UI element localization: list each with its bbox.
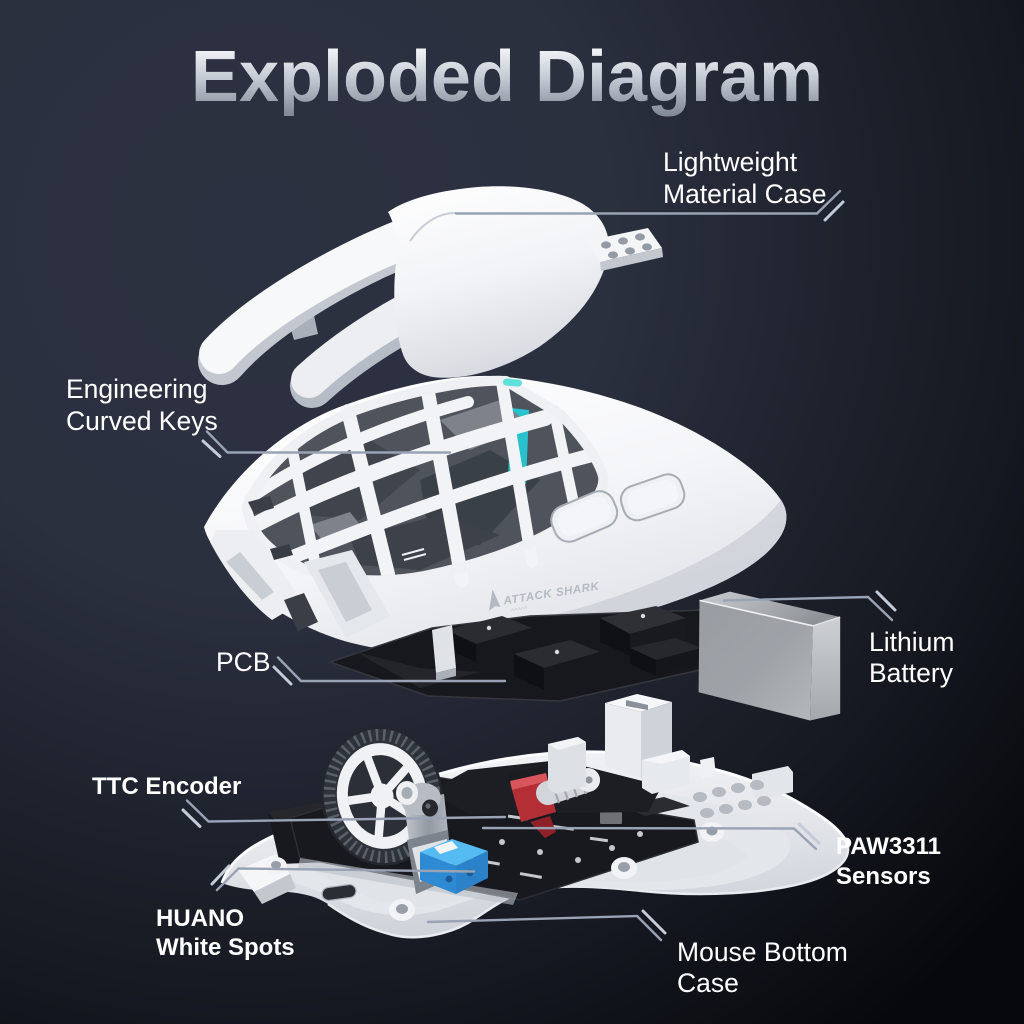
svg-text:Lithium: Lithium (869, 627, 954, 657)
svg-text:Lightweight: Lightweight (663, 147, 798, 177)
svg-text:Engineering: Engineering (66, 374, 207, 404)
svg-text:^^^^^: ^^^^^ (511, 606, 529, 616)
svg-text:Mouse Bottom: Mouse Bottom (677, 937, 848, 967)
svg-text:PAW3311: PAW3311 (836, 833, 941, 860)
svg-text:Sensors: Sensors (836, 863, 931, 890)
svg-text:Battery: Battery (869, 658, 954, 688)
svg-text:Case: Case (677, 968, 739, 998)
svg-text:Material Case: Material Case (663, 179, 826, 209)
svg-text:White Spots: White Spots (156, 934, 295, 961)
svg-text:HUANO: HUANO (156, 905, 244, 932)
svg-text:Exploded Diagram: Exploded Diagram (191, 37, 823, 117)
svg-text:PCB: PCB (216, 647, 271, 677)
svg-text:Curved Keys: Curved Keys (66, 406, 218, 436)
svg-text:TTC Encoder: TTC Encoder (92, 773, 241, 800)
